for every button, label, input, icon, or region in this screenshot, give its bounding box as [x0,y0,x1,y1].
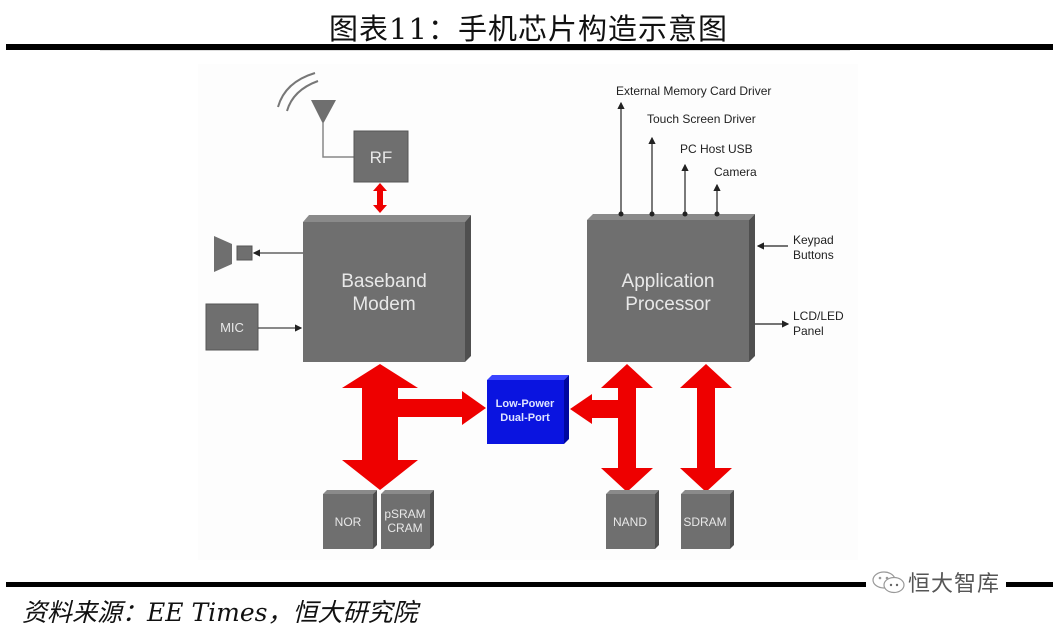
baseband-memory-bus [342,364,486,490]
baseband-modem-block: Baseband Modem [303,215,471,362]
mic-label: MIC [220,320,244,335]
top-rule [6,44,1053,50]
speaker-icon [214,236,303,272]
app-processor-label-line2: Processor [625,294,711,315]
dual-port-label-line1: Low-Power [496,398,555,410]
wechat-icon [872,571,905,594]
nand-label: NAND [613,515,647,529]
nor-label: NOR [335,515,362,529]
dual-port-block: Low-Power Dual-Port [487,375,569,444]
rf-label: RF [370,148,393,167]
ap-nand-bus [570,364,653,492]
bottom-rule [6,582,1053,587]
baseband-label-line1: Baseband [341,271,427,292]
psram-block: pSRAM CRAM [381,490,434,549]
sdram-label: SDRAM [683,515,726,529]
touch-screen-label: Touch Screen Driver [647,112,756,126]
keypad-label-line1: Keypad [793,233,834,247]
nor-block: NOR [323,490,377,549]
top-rule-shadow [100,50,850,51]
nand-block: NAND [606,490,659,549]
ap-sdram-bus [680,364,732,492]
figure-title: 图表11：手机芯片构造示意图 [329,12,728,46]
ap-output-connections [617,101,790,328]
camera-label: Camera [714,165,757,179]
app-processor-label-line1: Application [622,271,715,292]
keypad-label-line2: Buttons [793,248,834,262]
application-processor-block: Application Processor [587,214,755,362]
ext-memory-label: External Memory Card Driver [616,84,771,98]
rf-block: RF [353,130,409,183]
watermark-text: 恒大智库 [908,572,1001,597]
mic-block: MIC [205,303,303,351]
dual-port-label-line2: Dual-Port [500,412,550,424]
baseband-label-line2: Modem [352,294,415,315]
source-note: 资料来源：EE Times，恒大研究院 [22,598,418,627]
psram-label-line1: pSRAM [384,507,425,521]
usb-label: PC Host USB [680,142,753,156]
lcd-label-line2: Panel [793,324,824,338]
rf-baseband-bus [373,183,387,213]
lcd-label-line1: LCD/LED [793,309,844,323]
watermark: 恒大智库 [866,566,1007,598]
sdram-block: SDRAM [681,490,734,549]
antenna-icon [277,72,354,158]
psram-label-line2: CRAM [387,521,422,535]
